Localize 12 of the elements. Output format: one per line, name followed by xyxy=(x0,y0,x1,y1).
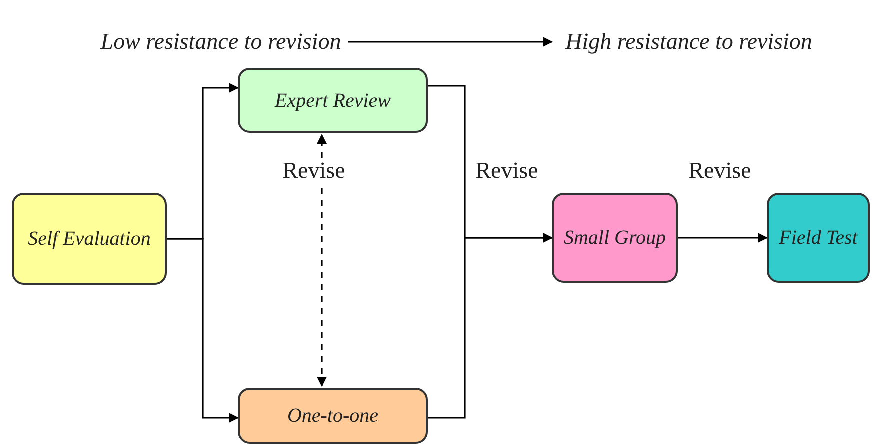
process-box: Self Evaluation xyxy=(12,193,167,285)
annotation-text: Low resistance to revision xyxy=(96,27,346,57)
process-box: Expert Review xyxy=(238,68,428,133)
arrow xyxy=(428,233,553,419)
arrow xyxy=(678,233,768,243)
process-box: Field Test xyxy=(767,193,870,283)
annotation-text: High resistance to revision xyxy=(554,27,824,57)
dashed-arrow xyxy=(317,134,327,387)
arrow xyxy=(348,37,553,47)
process-box: Small Group xyxy=(552,193,678,283)
arrow xyxy=(167,238,239,423)
process-box: One-to-one xyxy=(238,388,428,444)
